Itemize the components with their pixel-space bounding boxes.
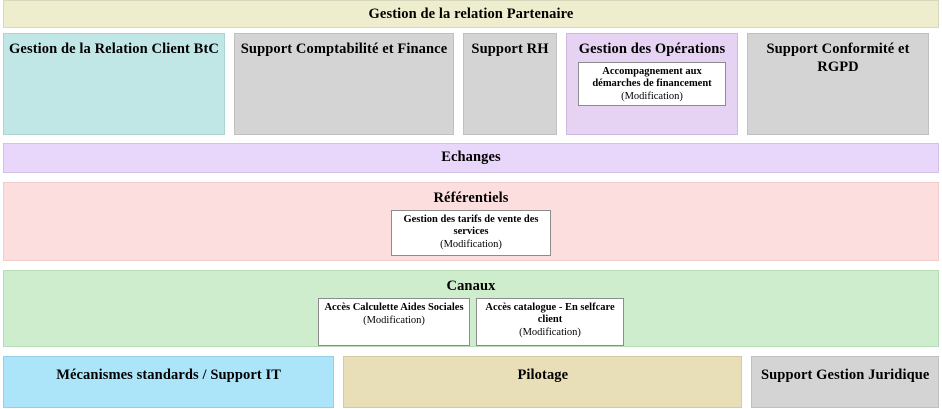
card-list: Gestion des tarifs de vente des services… — [4, 209, 938, 256]
card-label: Accès Calculette Aides Sociales — [324, 301, 464, 313]
domain-title: Gestion des Opérations — [578, 41, 726, 57]
band-support-gestion-juridique[interactable]: Support Gestion Juridique — [751, 356, 939, 408]
card-accompagnement-demarches-financement[interactable]: Accompagnement aux démarches de financem… — [578, 61, 726, 106]
band-title: Support Gestion Juridique — [760, 367, 930, 383]
domain-gestion-relation-client-btc[interactable]: Gestion de la Relation Client BtC — [3, 33, 225, 135]
band-pilotage[interactable]: Pilotage — [343, 356, 743, 408]
domain-title: Support Comptabilité et Finance — [240, 41, 448, 57]
layer-canaux[interactable]: Canaux Accès Calculette Aides Sociales (… — [3, 270, 939, 347]
band-title: Mécanismes standards / Support IT — [56, 367, 282, 383]
layer-title: Référentiels — [433, 190, 509, 206]
domain-row: Gestion de la Relation Client BtC Suppor… — [3, 33, 939, 135]
layer-echanges[interactable]: Echanges — [3, 143, 939, 173]
card-acces-catalogue-selfcare-client[interactable]: Accès catalogue - En selfcare client (Mo… — [476, 297, 624, 346]
band-mecanismes-standards-support-it[interactable]: Mécanismes standards / Support IT — [3, 356, 335, 408]
card-label: Accompagnement aux démarches de financem… — [592, 65, 712, 90]
domain-gestion-des-operations[interactable]: Gestion des Opérations Accompagnement au… — [566, 33, 738, 135]
band-title: Pilotage — [517, 367, 569, 383]
domain-title: Support RH — [471, 41, 549, 57]
card-label: Gestion des tarifs de vente des services — [403, 213, 539, 238]
domain-title: Support Conformité et RGPD — [766, 41, 910, 75]
card-state: (Modification) — [621, 91, 683, 103]
card-label: Accès catalogue - En selfcare client — [485, 301, 615, 326]
domain-support-rh[interactable]: Support RH — [463, 33, 557, 135]
card-acces-calculette-aides-sociales[interactable]: Accès Calculette Aides Sociales (Modific… — [318, 297, 470, 346]
bottom-row: Mécanismes standards / Support IT Pilota… — [3, 356, 939, 408]
card-state: (Modification) — [440, 239, 502, 251]
card-gestion-tarifs-vente-services[interactable]: Gestion des tarifs de vente des services… — [391, 209, 551, 256]
card-list: Accès Calculette Aides Sociales (Modific… — [4, 297, 938, 346]
card-state: (Modification) — [519, 327, 581, 339]
layer-referentiels[interactable]: Référentiels Gestion des tarifs de vente… — [3, 182, 939, 261]
card-list: Accompagnement aux démarches de financem… — [567, 61, 737, 106]
banner-gestion-relation-partenaire[interactable]: Gestion de la relation Partenaire — [3, 0, 939, 28]
domain-support-comptabilite-finance[interactable]: Support Comptabilité et Finance — [234, 33, 454, 135]
layer-title: Canaux — [446, 278, 496, 294]
layer-title: Echanges — [441, 149, 501, 165]
domain-support-conformite-rgpd[interactable]: Support Conformité et RGPD — [747, 33, 929, 135]
domain-title: Gestion de la Relation Client BtC — [9, 41, 219, 57]
banner-title: Gestion de la relation Partenaire — [368, 6, 574, 22]
card-state: (Modification) — [363, 315, 425, 327]
